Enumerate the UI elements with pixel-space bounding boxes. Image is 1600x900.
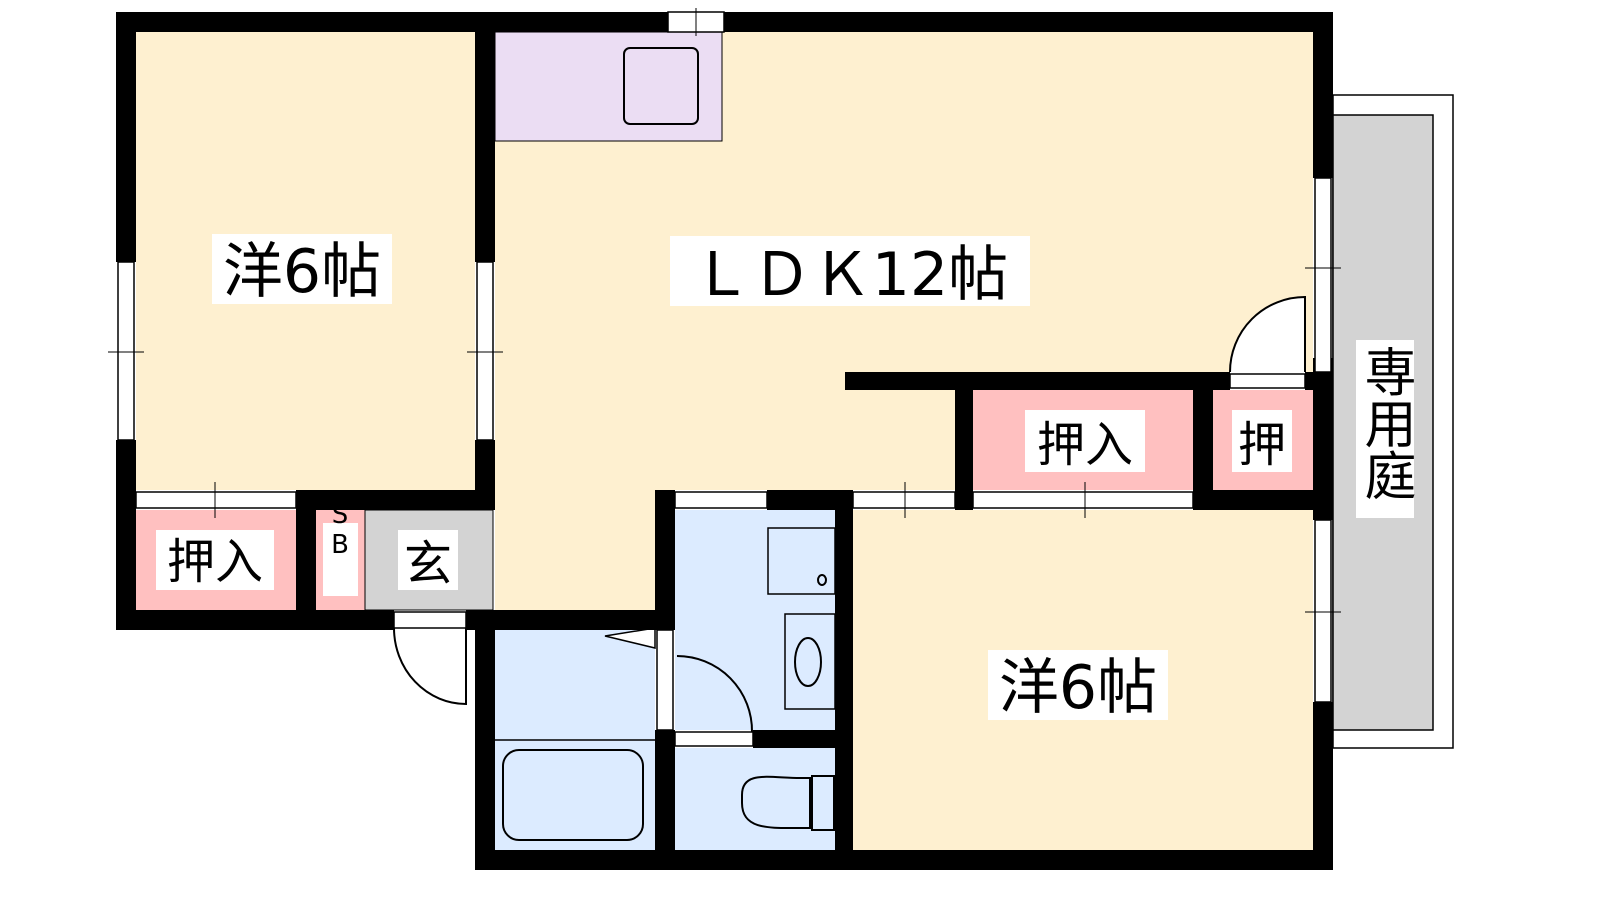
doors — [393, 295, 1306, 747]
room-label-ldk: ＬＤＫ12帖 — [692, 240, 1008, 310]
walls — [116, 12, 1333, 870]
room-label-entrance: 玄 — [404, 536, 452, 592]
entrance-door-icon — [393, 627, 467, 706]
room-label-western-2: 洋6帖 — [999, 653, 1157, 723]
kitchen-area — [494, 31, 723, 142]
kitchen-sink-icon — [623, 47, 699, 125]
room-label-closet-1: 押入 — [167, 534, 263, 590]
room-label-shoe-box: SB — [325, 500, 355, 560]
washroom — [675, 510, 835, 730]
folding-door-icon — [604, 627, 656, 649]
room-label-western-1: 洋6帖 — [223, 237, 381, 307]
toilet-room — [675, 748, 835, 850]
closet-door-icon — [1229, 295, 1306, 373]
washroom-door-icon — [676, 655, 754, 733]
room-label-private-garden: 専用庭 — [1355, 345, 1415, 501]
room-label-closet-2: 押入 — [1037, 417, 1133, 473]
windows — [108, 8, 1341, 703]
bathtub-icon — [502, 749, 644, 841]
room-label-closet-3: 押 — [1238, 417, 1286, 473]
ldk-room-hall — [495, 490, 655, 610]
ldk-room-lower — [495, 372, 955, 490]
toilet-icon — [741, 775, 811, 830]
